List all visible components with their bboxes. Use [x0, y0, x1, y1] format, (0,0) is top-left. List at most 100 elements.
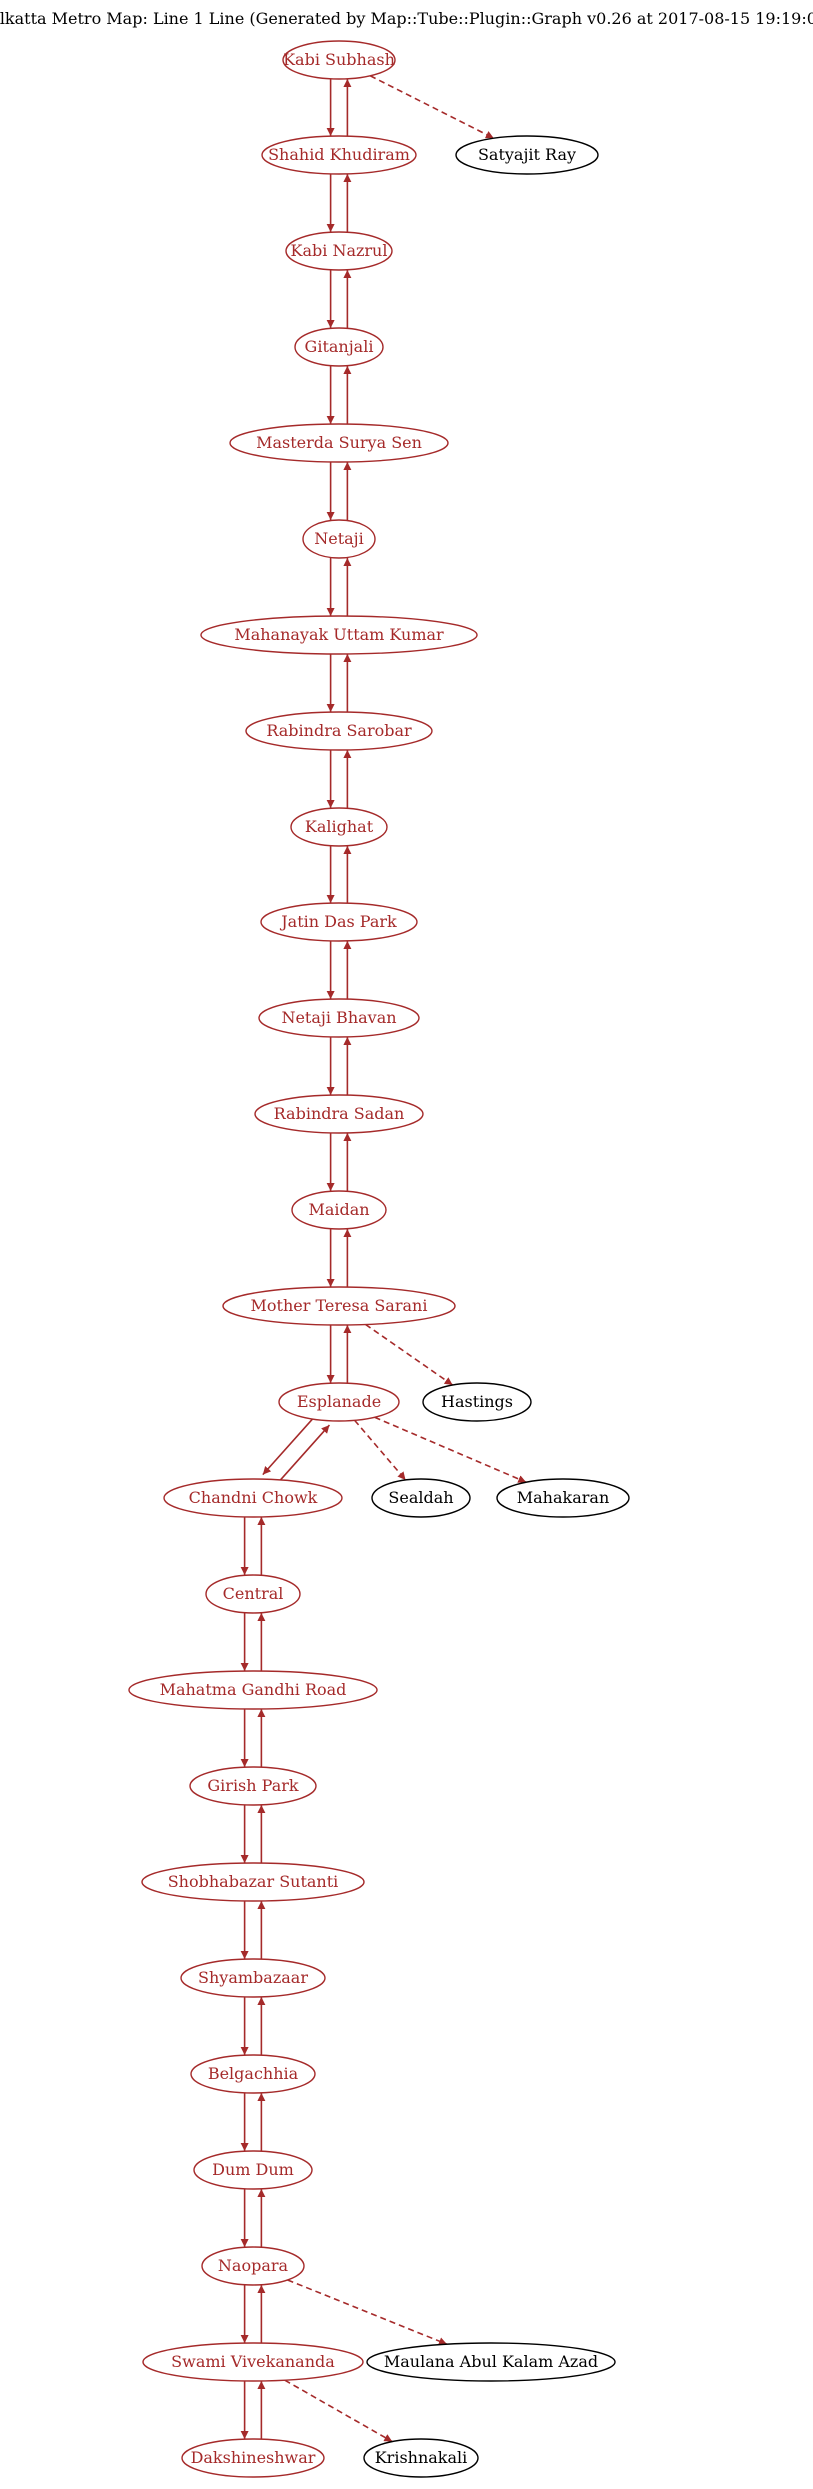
station-ellipse [201, 2246, 305, 2286]
station-ellipse [282, 40, 396, 80]
station-ellipse [260, 902, 418, 942]
station-node-dum-dum: Dum Dum [193, 2150, 313, 2190]
station-ellipse [193, 2150, 313, 2190]
station-label: Sealdah [388, 1488, 453, 1507]
station-label: Dum Dum [212, 2160, 294, 2179]
station-label: Masterda Surya Sen [256, 433, 422, 452]
station-ellipse [200, 615, 478, 655]
station-label: Rabindra Sarobar [266, 721, 412, 740]
station-label: Maidan [308, 1200, 369, 1219]
station-node-mahakaran: Mahakaran [496, 1478, 630, 1518]
station-label: Krishnakali [375, 2448, 468, 2467]
station-node-satyajit-ray: Satyajit Ray [455, 135, 599, 175]
station-label: Shobhabazar Sutanti [168, 1872, 339, 1891]
station-node-central: Central [205, 1574, 301, 1614]
station-ellipse [258, 998, 420, 1038]
station-node-esplanade: Esplanade [278, 1382, 400, 1422]
edge-esplanade-to-chandni-chowk [262, 1414, 317, 1476]
station-node-jatin-das-park: Jatin Das Park [260, 902, 418, 942]
station-ellipse [128, 1670, 378, 1710]
station-label: Rabindra Sadan [274, 1104, 405, 1123]
link-swami-vivekananda-to-krishnakali [284, 2379, 393, 2443]
station-ellipse [294, 327, 384, 367]
station-label: Mahakaran [517, 1488, 610, 1507]
station-label: Swami Vivekananda [171, 2352, 335, 2371]
station-label: Mahanayak Uttam Kumar [234, 625, 444, 644]
station-label: Netaji [314, 529, 364, 548]
link-mother-teresa-sarani-to-hastings [365, 1323, 454, 1386]
station-node-sealdah: Sealdah [371, 1478, 471, 1518]
station-label: Central [223, 1584, 284, 1603]
station-node-mother-teresa-sarani: Mother Teresa Sarani [222, 1286, 456, 1326]
station-label: Kabi Nazrul [291, 241, 388, 260]
station-label: Naopara [218, 2256, 289, 2275]
link-kabi-subhash-to-satyajit-ray [369, 75, 495, 139]
station-node-kabi-subhash: Kabi Subhash [282, 40, 396, 80]
station-node-mahanayak-uttam-kumar: Mahanayak Uttam Kumar [200, 615, 478, 655]
graph-title: Kolkatta Metro Map: Line 1 Line (Generat… [0, 9, 813, 28]
station-ellipse [142, 2342, 364, 2382]
station-node-chandni-chowk: Chandni Chowk [163, 1478, 343, 1518]
station-ellipse [141, 1862, 365, 1902]
station-ellipse [245, 711, 433, 751]
station-label: Satyajit Ray [478, 145, 576, 164]
station-node-mahatma-gandhi-road: Mahatma Gandhi Road [128, 1670, 378, 1710]
station-label: Hastings [441, 1392, 513, 1411]
station-node-shahid-khudiram: Shahid Khudiram [261, 135, 417, 175]
station-ellipse [189, 1766, 317, 1806]
station-label: Maulana Abul Kalam Azad [384, 2352, 598, 2371]
link-esplanade-to-mahakaran [374, 1416, 527, 1483]
station-node-kabi-nazrul: Kabi Nazrul [285, 231, 393, 271]
station-ellipse [285, 231, 393, 271]
station-label: Netaji Bhavan [281, 1008, 396, 1027]
station-node-netaji: Netaji [302, 519, 376, 559]
station-node-maidan: Maidan [291, 1190, 387, 1230]
station-node-hastings: Hastings [422, 1382, 532, 1422]
station-ellipse [371, 1478, 471, 1518]
edge-chandni-chowk-to-esplanade [276, 1424, 331, 1485]
station-node-gitanjali: Gitanjali [294, 327, 384, 367]
station-node-rabindra-sarobar: Rabindra Sarobar [245, 711, 433, 751]
station-ellipse [422, 1382, 532, 1422]
station-label: Jatin Das Park [279, 912, 397, 931]
station-label: Kabi Subhash [283, 50, 395, 69]
station-label: Kalighat [305, 817, 374, 836]
station-ellipse [180, 1958, 326, 1998]
station-ellipse [205, 1574, 301, 1614]
station-ellipse [181, 2438, 325, 2478]
station-ellipse [496, 1478, 630, 1518]
station-node-kalighat: Kalighat [290, 807, 388, 847]
station-label: Mother Teresa Sarani [251, 1296, 428, 1315]
station-ellipse [278, 1382, 400, 1422]
station-node-girish-park: Girish Park [189, 1766, 317, 1806]
station-node-rabindra-sadan: Rabindra Sadan [254, 1094, 424, 1134]
station-label: Dakshineshwar [191, 2448, 316, 2467]
station-node-shobhabazar-sutanti: Shobhabazar Sutanti [141, 1862, 365, 1902]
station-label: Shyambazaar [198, 1968, 308, 1987]
station-node-krishnakali: Krishnakali [363, 2438, 479, 2478]
station-label: Belgachhia [208, 2064, 299, 2083]
station-ellipse [222, 1286, 456, 1326]
station-node-netaji-bhavan: Netaji Bhavan [258, 998, 420, 1038]
station-node-swami-vivekananda: Swami Vivekananda [142, 2342, 364, 2382]
station-ellipse [291, 1190, 387, 1230]
edges-layer [240, 75, 527, 2443]
station-ellipse [254, 1094, 424, 1134]
station-ellipse [229, 423, 449, 463]
station-node-shyambazaar: Shyambazaar [180, 1958, 326, 1998]
station-node-dakshineshwar: Dakshineshwar [181, 2438, 325, 2478]
station-ellipse [190, 2054, 316, 2094]
station-ellipse [290, 807, 388, 847]
station-label: Girish Park [207, 1776, 299, 1795]
station-ellipse [455, 135, 599, 175]
station-ellipse [163, 1478, 343, 1518]
station-node-maulana-abul-kalam-azad: Maulana Abul Kalam Azad [366, 2342, 616, 2382]
station-ellipse [366, 2342, 616, 2382]
station-label: Chandni Chowk [189, 1488, 318, 1507]
station-node-belgachhia: Belgachhia [190, 2054, 316, 2094]
link-naopara-to-maulana-abul-kalam-azad [287, 2279, 448, 2345]
station-ellipse [261, 135, 417, 175]
link-esplanade-to-sealdah [354, 1419, 407, 1481]
station-node-naopara: Naopara [201, 2246, 305, 2286]
